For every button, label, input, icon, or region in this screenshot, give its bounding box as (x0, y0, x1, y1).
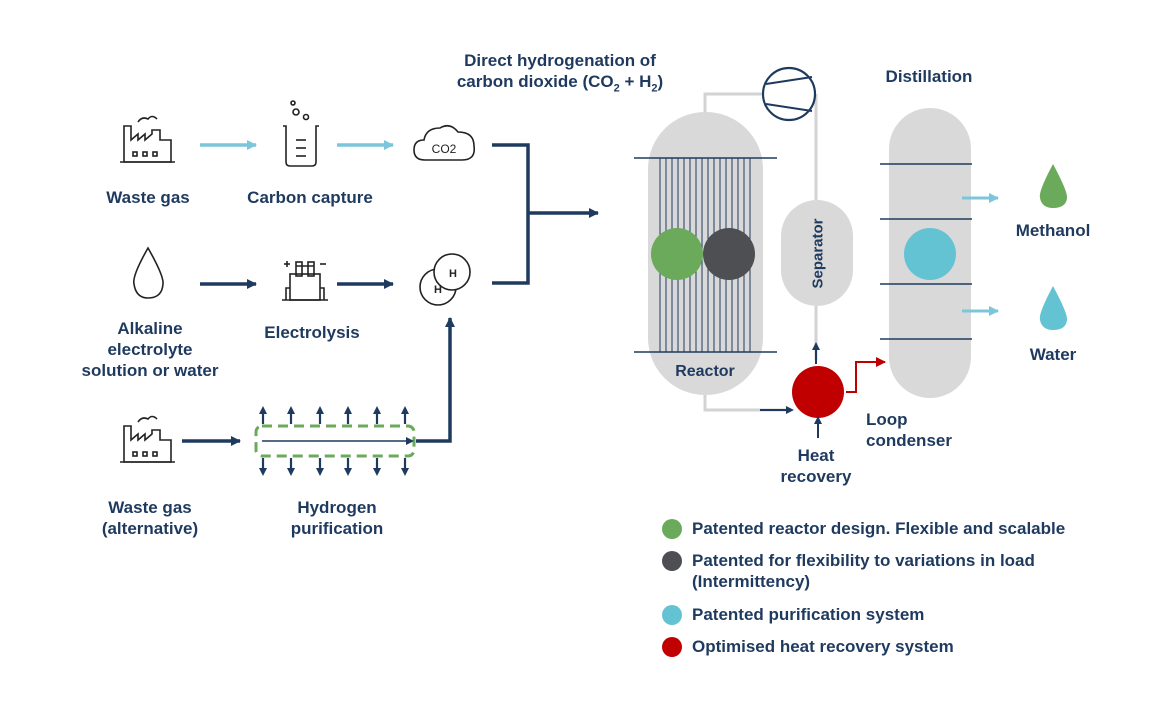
legend-label-flexibility: Patented for flexibility to variations i… (692, 550, 1035, 592)
label-waste-gas-alt-line2: (alternative) (101, 519, 199, 538)
factory-icon (120, 115, 175, 163)
legend-item-reactor-design: Patented reactor design. Flexible and sc… (662, 518, 1065, 539)
reactor-tubes (634, 157, 777, 353)
factory-icon-alt (120, 415, 175, 463)
separator-vessel (781, 200, 853, 306)
h-letter-1: H (434, 284, 442, 296)
legend-label-purification: Patented purification system (692, 605, 925, 624)
legend-label-flexibility-line2: (Intermittency) (692, 572, 811, 591)
label-waste-gas-alt-line1: Waste gas (108, 498, 192, 517)
label-waste-gas: Waste gas (106, 188, 190, 207)
label-alkaline-line2: electrolyte (107, 340, 193, 359)
flexibility-marker (703, 228, 755, 280)
hydrogen-molecule-icon: H H (419, 253, 471, 306)
label-direct-sub1: 2 (613, 82, 620, 95)
legend-dot-red (662, 637, 682, 657)
label-loop-line2: condenser (866, 431, 952, 450)
label-loop-condenser: Loop condenser (866, 409, 956, 451)
label-direct-line2: carbon dioxide (CO2 + H2) (440, 71, 680, 99)
arrow-to-distillation (846, 357, 886, 393)
droplet-icon (132, 246, 164, 299)
label-direct-pre: carbon dioxide (CO (456, 72, 614, 91)
beaker-icon (283, 100, 319, 167)
h-letter-2: H (449, 268, 457, 280)
label-hydrogen-purification: Hydrogen purification (272, 497, 402, 539)
compressor-icon (761, 66, 817, 122)
label-distillation: Distillation (885, 67, 973, 86)
electrolyzer-icon (282, 261, 328, 301)
label-reactor: Reactor (675, 363, 735, 380)
label-electrolysis: Electrolysis (264, 323, 360, 342)
methanol-droplet-icon (1039, 164, 1068, 208)
legend-item-heat-recovery: Optimised heat recovery system (662, 636, 954, 657)
label-direct-mid: + H (619, 72, 652, 91)
label-separator: Separator (809, 218, 827, 289)
reactor-design-marker (651, 228, 703, 280)
legend-dot-grey (662, 551, 682, 571)
label-heat-recovery: Heat recovery (765, 445, 867, 487)
co2-text: CO2 (432, 142, 457, 156)
water-droplet-icon (1039, 286, 1068, 330)
heat-recovery-unit (792, 366, 844, 418)
co2-cloud-icon: CO2 (413, 124, 476, 161)
label-heat-line1: Heat (797, 446, 835, 465)
label-waste-gas-alternative: Waste gas (alternative) (85, 497, 215, 539)
label-carbon-capture: Carbon capture (247, 188, 373, 207)
purification-membrane (254, 406, 416, 476)
label-methanol: Methanol (1015, 221, 1091, 240)
legend-dot-green (662, 519, 682, 539)
label-alkaline-electrolyte: Alkaline electrolyte solution or water (60, 318, 240, 381)
label-hydrogen-line2: purification (290, 519, 384, 538)
label-loop-line1: Loop (866, 410, 908, 429)
label-alkaline-line1: Alkaline (117, 319, 183, 338)
label-direct-line1: Direct hydrogenation of (464, 51, 656, 70)
legend-item-flexibility: Patented for flexibility to variations i… (662, 550, 1035, 592)
label-direct-post: ) (657, 72, 664, 91)
distillation-trays (880, 163, 972, 340)
purification-marker (904, 228, 956, 280)
label-water: Water (1029, 345, 1077, 364)
label-heat-line2: recovery (780, 467, 852, 486)
legend-item-purification: Patented purification system (662, 604, 924, 625)
label-direct-sub2: 2 (651, 82, 658, 95)
legend-label-reactor-design: Patented reactor design. Flexible and sc… (692, 519, 1066, 538)
label-alkaline-line3: solution or water (81, 361, 219, 380)
label-hydrogen-line1: Hydrogen (297, 498, 377, 517)
legend-label-flexibility-line1: Patented for flexibility to variations i… (692, 551, 1035, 570)
label-direct-hydrogenation: Direct hydrogenation of carbon dioxide (… (440, 50, 680, 99)
legend-label-heat-recovery: Optimised heat recovery system (692, 637, 954, 656)
legend-dot-cyan (662, 605, 682, 625)
merge-lines (492, 143, 599, 285)
arrow-purified-h2-to-h2 (416, 317, 455, 443)
